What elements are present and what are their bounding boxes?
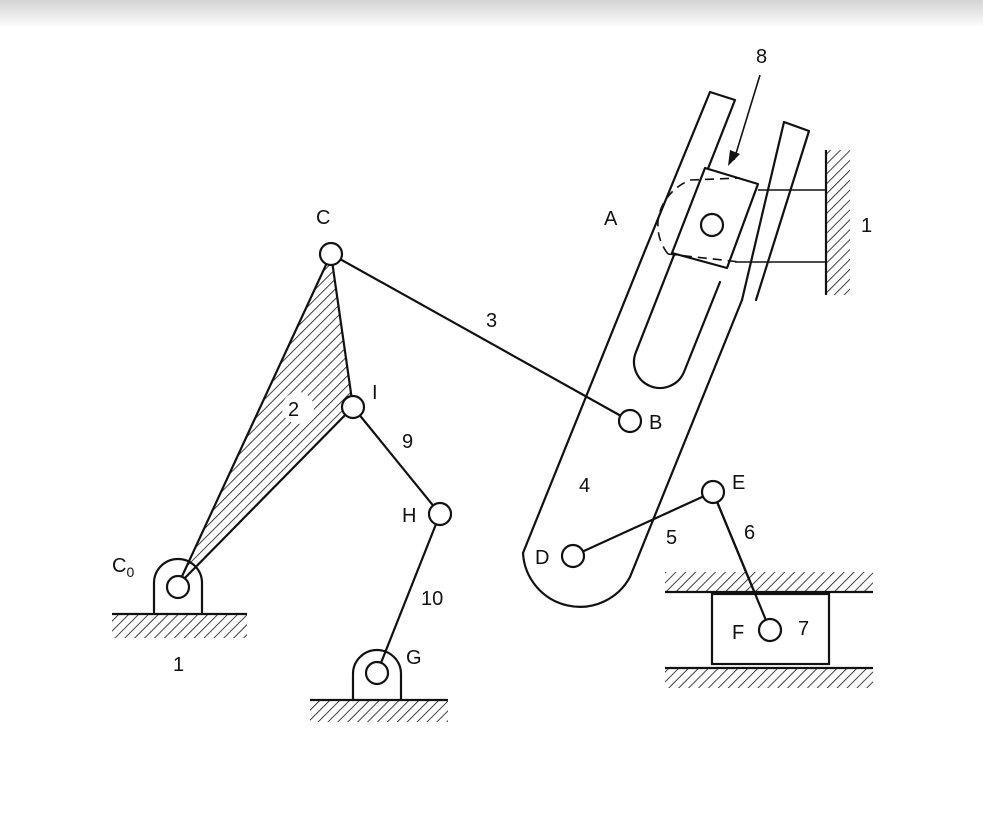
label-b: B [649, 412, 662, 434]
link-9-bar [351, 405, 442, 516]
label-d: D [535, 547, 549, 569]
link-6-bar-over [711, 490, 772, 632]
link-10-bar [375, 512, 442, 675]
label-c0-sub: 0 [126, 564, 134, 580]
slider-guide-bottom [665, 666, 873, 688]
joint-g [364, 660, 390, 686]
link-8-pointer-arrow [728, 74, 761, 166]
number-ground-bottom: 1 [173, 654, 184, 676]
ground-support-g [310, 648, 448, 722]
number-link-8: 8 [756, 46, 767, 68]
link-3-bar [329, 252, 632, 423]
link-4-slotted-arm [521, 90, 811, 608]
number-link-2: 2 [288, 399, 299, 421]
number-link-9: 9 [402, 431, 413, 453]
label-h: H [402, 505, 416, 527]
joint-h [427, 501, 453, 527]
label-c0: C0 [112, 555, 134, 580]
number-link-3: 3 [486, 310, 497, 332]
joint-d [560, 543, 586, 569]
number-link-6: 6 [744, 522, 755, 544]
ground-support-c0 [112, 557, 247, 638]
label-i: I [372, 382, 378, 404]
label-g: G [406, 647, 422, 669]
window-top-bar [0, 0, 983, 26]
link-5-bar [571, 490, 715, 558]
joint-f [757, 617, 783, 643]
label-e: E [732, 472, 745, 494]
number-link-7: 7 [798, 618, 809, 640]
label-f: F [732, 622, 744, 644]
joint-slider-8 [699, 212, 725, 238]
label-c0-main: C [112, 555, 126, 577]
label-c: C [316, 207, 330, 229]
joint-i [340, 394, 366, 420]
link-2-triangle [176, 252, 355, 587]
number-link-4: 4 [579, 475, 590, 497]
number-link-5: 5 [666, 527, 677, 549]
joint-b [617, 408, 643, 434]
joint-c0 [165, 574, 191, 600]
label-a: A [604, 208, 618, 230]
slider-guide-top [665, 572, 873, 594]
ground-wall-right [824, 150, 850, 295]
number-link-10: 10 [421, 588, 443, 610]
joint-c [318, 241, 344, 267]
joint-e [700, 479, 726, 505]
number-ground-right: 1 [861, 215, 872, 237]
